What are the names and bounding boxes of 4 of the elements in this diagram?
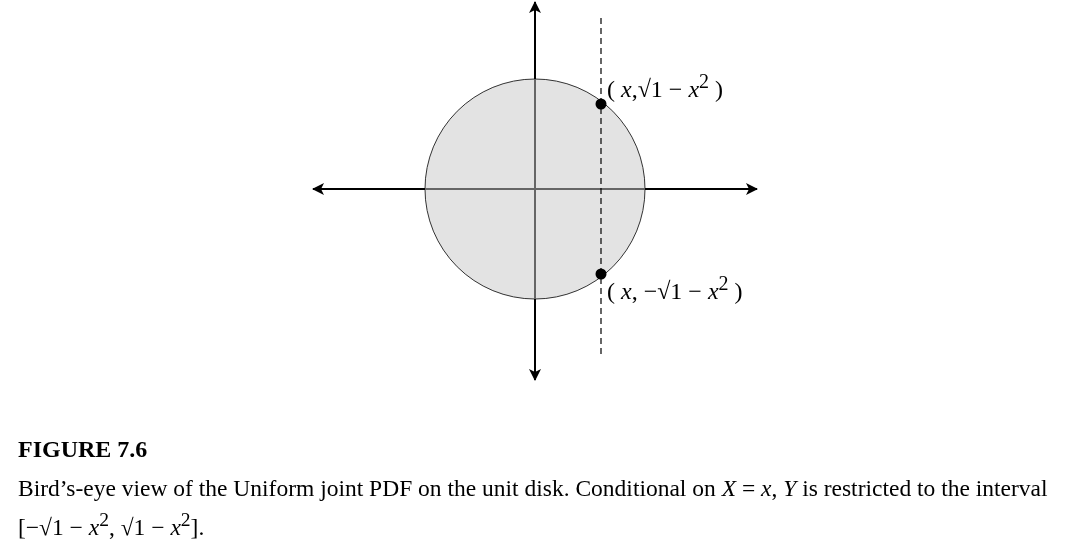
- figure-title: FIGURE 7.6: [18, 436, 148, 463]
- figure-caption: Bird’s-eye view of the Uniform joint PDF on the unit disk. Conditional on X = x, Y is restricted to the interval [−√1 − x$^{2}$, √1 − x$^{2}$].: [18, 474, 1049, 542]
- point-label: ( x,√1 − x$^{2}$ ): [607, 70, 724, 103]
- point-label: ( x, −√1 − x$^{2}$ ): [607, 272, 743, 305]
